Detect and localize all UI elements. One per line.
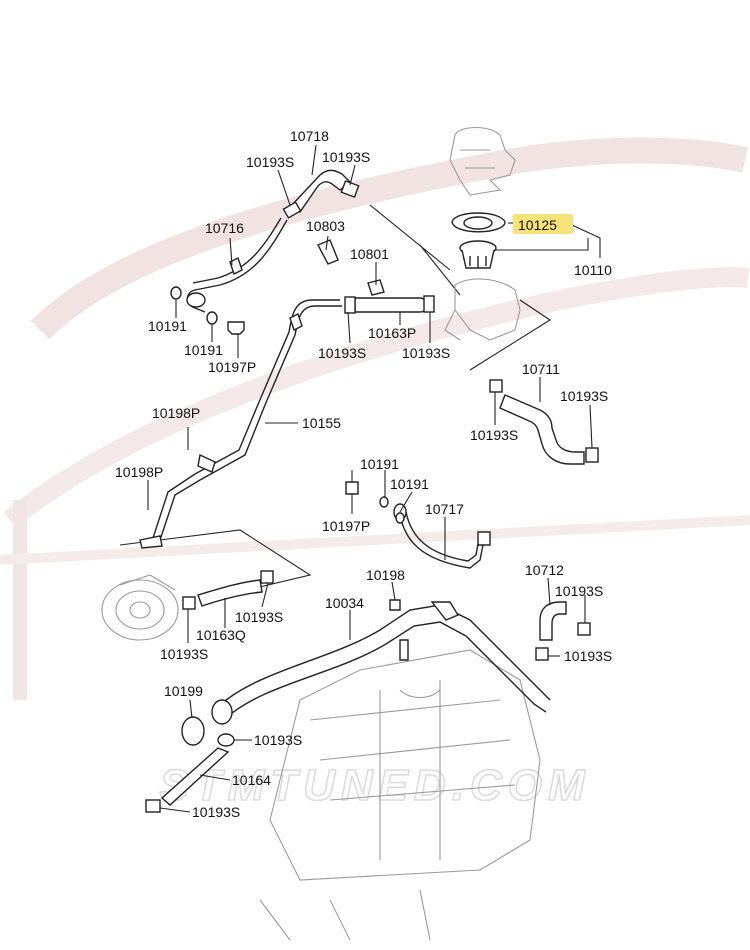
pipe-10155 xyxy=(139,299,342,549)
o-ring-10199 xyxy=(181,716,205,746)
label-10155[interactable]: 10155 xyxy=(302,415,341,431)
hose-10712 xyxy=(535,601,591,661)
label-10197p-a[interactable]: 10197P xyxy=(208,359,256,375)
label-10125[interactable]: 10125 xyxy=(518,217,557,233)
label-10198p-a[interactable]: 10198P xyxy=(152,405,200,421)
label-10803[interactable]: 10803 xyxy=(306,218,345,234)
label-10711[interactable]: 10711 xyxy=(522,361,560,377)
label-10718[interactable]: 10718 xyxy=(290,128,329,144)
label-10801[interactable]: 10801 xyxy=(350,246,389,262)
label-10193s-j[interactable]: 10193S xyxy=(564,648,612,664)
label-10193s-l[interactable]: 10193S xyxy=(192,804,240,820)
leader-lines xyxy=(147,144,601,813)
label-10198p-b[interactable]: 10198P xyxy=(115,464,163,480)
label-10164[interactable]: 10164 xyxy=(232,772,271,788)
thermostat-housing xyxy=(449,126,516,196)
hose-10164 xyxy=(145,733,235,813)
label-10193s-a[interactable]: 10193S xyxy=(246,154,294,170)
label-10163p[interactable]: 10163P xyxy=(368,325,416,341)
label-10193s-f[interactable]: 10193S xyxy=(470,427,518,443)
label-10197p-b[interactable]: 10197P xyxy=(322,518,370,534)
pipe-10034 xyxy=(211,601,551,725)
small-fittings xyxy=(170,239,385,335)
label-10712[interactable]: 10712 xyxy=(525,562,564,578)
label-10193s-h[interactable]: 10193S xyxy=(235,609,283,625)
label-10193s-b[interactable]: 10193S xyxy=(322,149,370,165)
hose-10163q xyxy=(182,570,274,610)
label-10193s-d[interactable]: 10193S xyxy=(402,345,450,361)
bolts-middle xyxy=(345,481,405,611)
label-10163q[interactable]: 10163Q xyxy=(196,627,246,643)
label-10110[interactable]: 10110 xyxy=(574,262,612,278)
highlight-box-10125 xyxy=(513,214,573,234)
part-labels: 10718 10193S 10193S 10716 10803 10801 10… xyxy=(115,128,612,820)
label-10034[interactable]: 10034 xyxy=(325,595,364,611)
watermark-text: STMTUNED.COM xyxy=(159,761,590,810)
label-10193s-i[interactable]: 10193S xyxy=(160,646,208,662)
gasket-10125 xyxy=(451,212,506,233)
label-10191-a[interactable]: 10191 xyxy=(148,318,187,334)
hose-10718 xyxy=(282,169,360,219)
hose-10711 xyxy=(489,379,599,465)
background-swoosh xyxy=(0,137,750,700)
hose-10163p xyxy=(344,295,435,314)
pipe-10716 xyxy=(186,217,288,313)
label-10193s-g[interactable]: 10193S xyxy=(555,583,603,599)
label-10193s-c[interactable]: 10193S xyxy=(318,345,366,361)
label-10191-c[interactable]: 10191 xyxy=(360,456,399,472)
label-10191-b[interactable]: 10191 xyxy=(184,342,223,358)
label-10717[interactable]: 10717 xyxy=(425,501,464,517)
label-10716[interactable]: 10716 xyxy=(205,220,244,236)
label-10199[interactable]: 10199 xyxy=(164,683,203,699)
label-10191-d[interactable]: 10191 xyxy=(390,476,429,492)
label-10198[interactable]: 10198 xyxy=(366,567,405,583)
engine-block-outline xyxy=(259,649,541,941)
thermostat-valve xyxy=(459,240,497,269)
water-inlet-fitting xyxy=(444,278,521,341)
oil-cooler xyxy=(101,574,179,641)
label-10193s-k[interactable]: 10193S xyxy=(254,732,302,748)
label-10193s-e[interactable]: 10193S xyxy=(560,388,608,404)
